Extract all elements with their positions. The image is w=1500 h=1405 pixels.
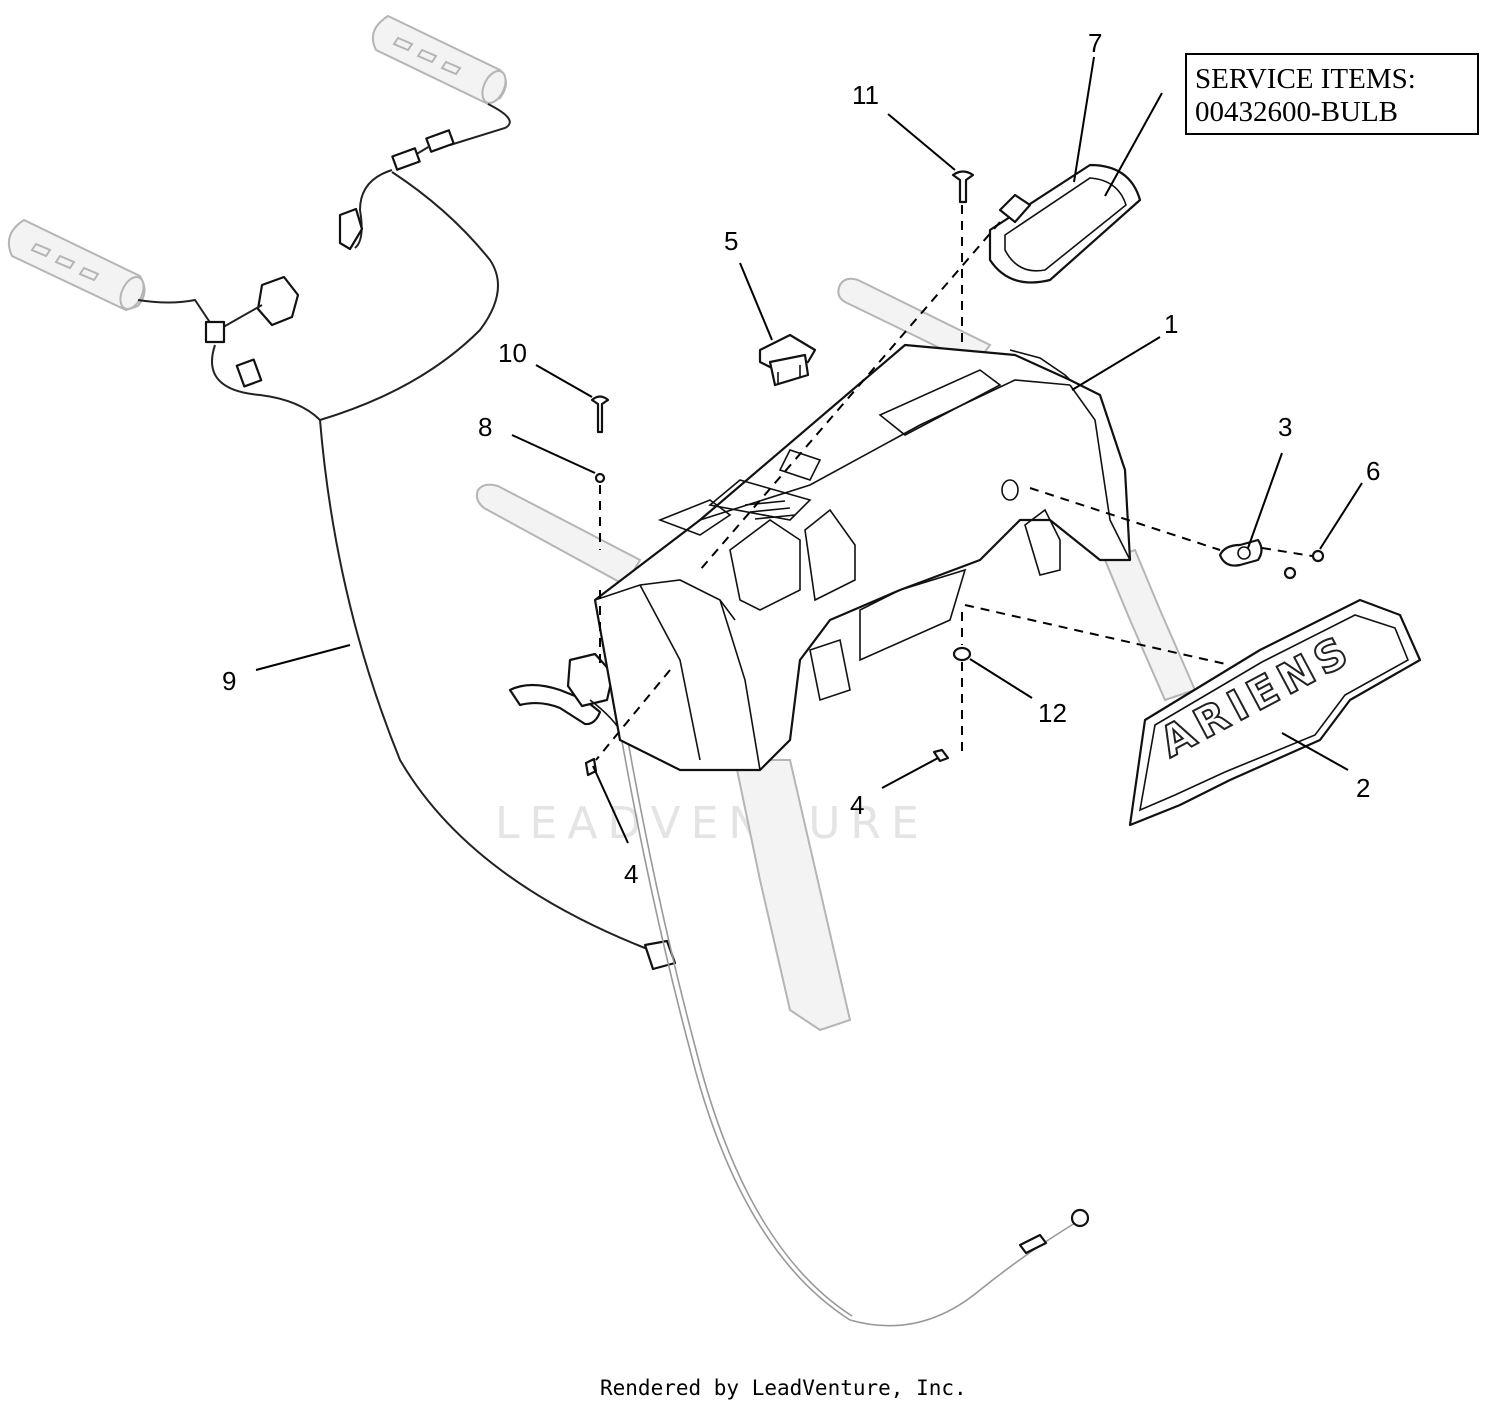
callout-8: 8 xyxy=(478,412,492,442)
watermark: LEADVENTURE xyxy=(495,678,929,849)
upper-grip xyxy=(372,14,507,106)
watermark-text: LEADVENTURE xyxy=(495,798,929,849)
bolt-10 xyxy=(590,395,610,434)
service-items-part: 00432600-BULB xyxy=(1195,96,1398,128)
rocker-switch xyxy=(758,333,817,387)
callout-12: 12 xyxy=(1038,698,1067,728)
callout-2: 2 xyxy=(1356,773,1370,803)
callout-1: 1 xyxy=(1164,309,1178,339)
bolt-11 xyxy=(951,170,975,204)
nut-6b xyxy=(1283,566,1297,580)
callout-10: 10 xyxy=(498,338,527,368)
left-grip xyxy=(8,218,146,312)
callout-9: 9 xyxy=(222,666,236,696)
clamp xyxy=(1218,538,1263,567)
washer-12 xyxy=(952,646,972,662)
service-items-box: SERVICE ITEMS: 00432600-BULB xyxy=(1185,53,1479,135)
callout-6: 6 xyxy=(1366,456,1380,486)
callout-11: 11 xyxy=(852,80,879,110)
light-assembly xyxy=(988,163,1142,284)
service-items-title: SERVICE ITEMS: xyxy=(1195,63,1416,95)
wire-harness xyxy=(137,103,677,971)
control-cable xyxy=(619,729,1090,1327)
leaders xyxy=(255,56,1363,844)
callout-3: 3 xyxy=(1278,412,1292,442)
logo-panel: ARIENS xyxy=(1128,598,1422,827)
render-credit: Rendered by LeadVenture, Inc. xyxy=(600,1376,967,1400)
callout-7: 7 xyxy=(1088,28,1102,58)
callout-labels: 1 2 3 4 4 5 6 7 8 9 10 11 12 xyxy=(222,28,1380,889)
control-lever xyxy=(508,652,621,731)
left-tube xyxy=(475,483,642,587)
assembly-lines xyxy=(595,205,1313,761)
callout-4a: 4 xyxy=(624,859,638,889)
nut-8 xyxy=(594,472,606,484)
callout-4b: 4 xyxy=(850,790,864,820)
fasteners xyxy=(584,170,1325,777)
panel-housing xyxy=(593,343,1132,772)
nut-6 xyxy=(1311,549,1325,563)
lower-tube-left xyxy=(733,759,852,1032)
callout-5: 5 xyxy=(724,226,738,256)
lower-tube-right xyxy=(1103,548,1197,702)
